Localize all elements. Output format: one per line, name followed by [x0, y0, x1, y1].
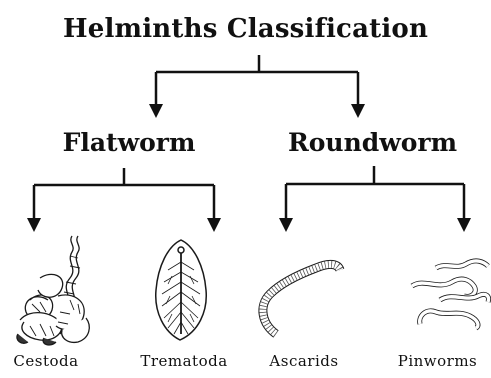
arrow-head-ascarids	[279, 218, 293, 232]
pinworms-illustration	[412, 261, 489, 328]
arrow-head-roundworm	[351, 104, 365, 118]
flatworm-connector	[34, 168, 214, 222]
leaf-label-cestoda: Cestoda	[0, 352, 92, 370]
diagram-title: Helminths Classification	[0, 14, 491, 44]
leaf-label-trematoda: Trematoda	[128, 352, 240, 370]
cestoda-illustration	[17, 236, 89, 345]
top-connector	[156, 55, 358, 108]
arrow-head-flatworm	[149, 104, 163, 118]
leaf-label-ascarids: Ascarids	[248, 352, 360, 370]
arrow-head-cestoda	[27, 218, 41, 232]
leaf-label-pinworms: Pinworms	[384, 352, 491, 370]
group-label-flatworm: Flatworm	[44, 128, 214, 157]
group-label-roundworm: Roundworm	[270, 128, 475, 157]
arrow-head-trematoda	[207, 218, 221, 232]
roundworm-connector	[286, 166, 464, 222]
ascarids-illustration	[263, 264, 340, 334]
trematoda-illustration	[156, 240, 207, 340]
arrow-head-pinworms	[457, 218, 471, 232]
